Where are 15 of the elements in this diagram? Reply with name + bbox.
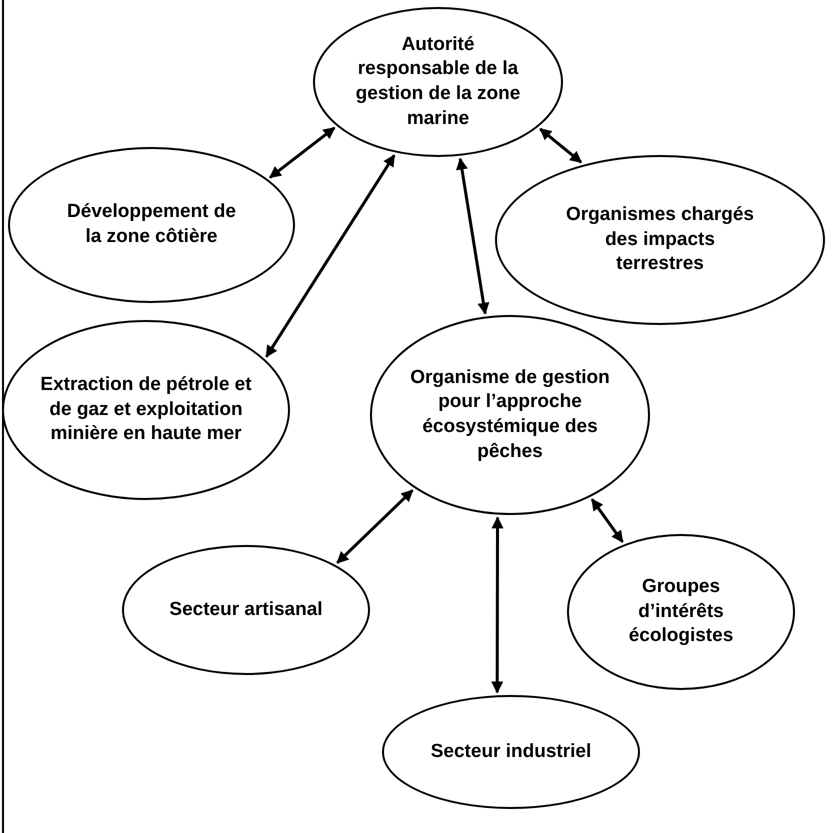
node-label: Autorité responsable de la gestion de la zone marine xyxy=(354,32,522,131)
double-arrow xyxy=(456,158,490,315)
double-arrow xyxy=(590,498,624,543)
double-arrow xyxy=(491,516,504,694)
double-arrow xyxy=(265,154,396,358)
node-label: Organismes chargés des impacts terrestres xyxy=(565,202,755,276)
node-label: Groupes d’intérêts écologistes xyxy=(628,574,734,648)
node-label: Extraction de pétrole et de gaz et exploitation minière en haute mer xyxy=(40,372,252,446)
double-arrow xyxy=(269,126,336,179)
node-label: Secteur artisanal xyxy=(169,598,323,622)
double-arrow xyxy=(539,128,582,164)
node-label: Développement de la zone côtière xyxy=(66,200,237,249)
node-label: Secteur industriel xyxy=(430,740,592,764)
node-label: Organisme de gestion pour l’approche écosystémique des pêches xyxy=(409,366,611,464)
double-arrow xyxy=(336,489,414,564)
